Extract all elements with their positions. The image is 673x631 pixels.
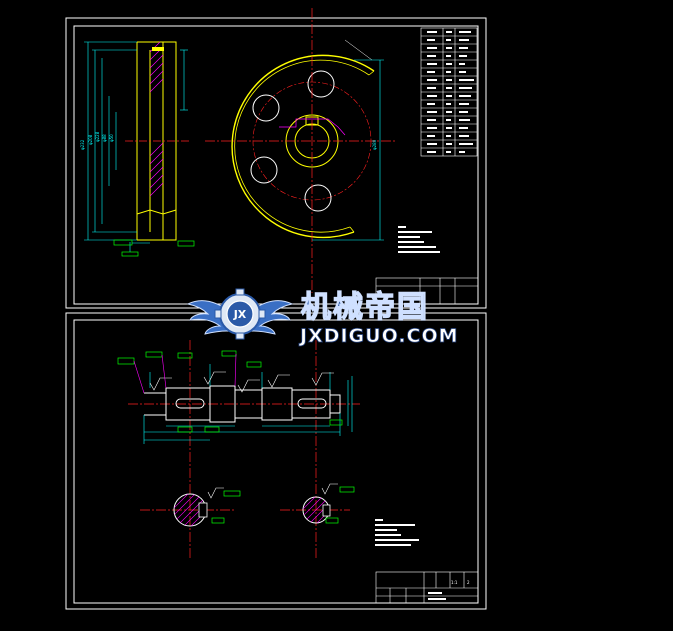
callout-box-2 [121,251,139,257]
hub-annotation [279,118,346,136]
gear-left-dimension-texts: φ232 φ208 φ228 φ88 φ50 [80,131,114,150]
shaft-roughness-symbols [149,371,334,393]
shaft-view [117,340,360,560]
title-block-border [375,571,479,604]
callout-box-1 [113,239,133,246]
gear-rim-marker [152,47,164,51]
shaft-keyway-2 [297,398,327,409]
dim-text-4: φ50 [109,134,114,142]
gear-technical-notes [398,226,440,253]
gear-front-dimensions [312,59,384,241]
shaft-keyway-1 [175,398,205,409]
shaft-leader-lines [133,353,237,394]
shaft-section-a [173,493,208,527]
watermark-logo: JX 机械帝国 JXDIGUO.COM [186,288,459,347]
shaft-callouts [117,350,343,433]
callout-box-3 [177,240,195,247]
gear-bottom-callouts [113,239,195,257]
upper-sheet-outer-border [65,17,487,309]
shaft-outline [144,385,341,423]
shaft-title-block: 1:1 2 [375,571,479,604]
section-roughness [207,483,338,499]
gear-outer-diameter-text: φ280 [372,139,377,150]
gear-tip-circle [231,54,375,239]
logo-english-title: JXDIGUO.COM [298,325,459,347]
gear-pitch-arc [234,59,370,233]
logo-badge-text: JX [233,308,247,321]
dim-text-1: φ208 [88,134,93,145]
logo-chinese-title: 机械帝国 [301,290,429,325]
param-table-glyphs [427,31,474,153]
gear-parameter-table [420,27,478,157]
gear-section-hatch [149,41,164,197]
dim-text-0: φ232 [80,139,85,150]
dim-text-3: φ88 [102,134,107,142]
section-b-keyway [322,504,331,517]
shaft-technical-notes [375,519,419,546]
gear-title-block [375,277,479,305]
title-block-sheet: 2 [467,580,470,585]
logo-gear-teeth [214,288,266,340]
gear-cut-line [344,39,373,61]
lightening-hole-3 [250,156,278,184]
lightening-hole-4 [304,184,332,212]
section-callouts [211,486,355,524]
logo-gear-inner [226,300,254,328]
dim-text-2: φ228 [95,131,100,142]
gear-centerlines [205,8,395,293]
section-a-keyway [198,502,208,518]
lightening-hole-1 [252,94,280,122]
shaft-centerlines [128,340,360,560]
gear-keyway-line [136,209,177,215]
lightening-hole-2 [307,70,335,98]
title-block-scale: 1:1 [451,580,458,585]
lower-sheet-outer-border [65,312,487,610]
gear-section-view: φ232 φ208 φ228 φ88 φ50 [80,41,195,257]
gear-section-outline [137,41,177,241]
gear-left-dimensions [84,41,137,252]
shaft-section-b [302,496,331,524]
shaft-dimensions [143,364,353,444]
gear-right-ruler [180,49,188,111]
gear-front-view: φ280 [205,8,395,293]
